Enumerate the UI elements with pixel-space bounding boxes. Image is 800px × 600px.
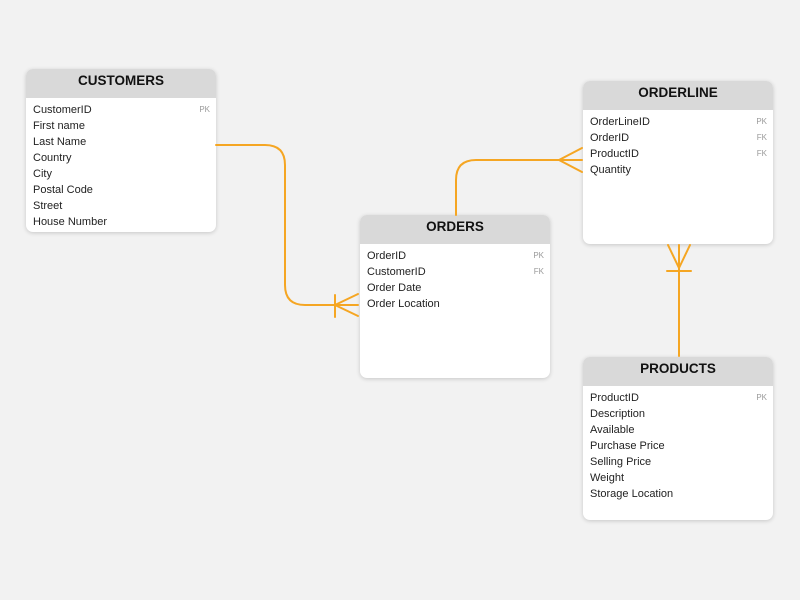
attribute-name: Weight [590, 472, 625, 484]
attribute-row[interactable]: House Number [26, 214, 216, 230]
attribute-list: OrderID PK CustomerID FK Order Date Order … [360, 244, 550, 312]
entity-title: ORDERLINE [583, 81, 773, 110]
attribute-name: Order Location [367, 298, 440, 310]
attribute-row[interactable]: OrderID FK [583, 130, 773, 146]
attribute-name: Purchase Price [590, 440, 665, 452]
entity-products[interactable]: PRODUCTS ProductID PK Description Availab… [583, 357, 773, 520]
attribute-name: OrderLineID [590, 116, 650, 128]
relationship-products-orderline[interactable] [666, 244, 692, 357]
entity-customers[interactable]: CUSTOMERS CustomerID PK First name Last N… [26, 69, 216, 232]
attribute-row[interactable]: OrderLineID PK [583, 114, 773, 130]
attribute-list: ProductID PK Description Available Purcha… [583, 386, 773, 502]
attribute-row[interactable]: Selling Price [583, 454, 773, 470]
attribute-name: Postal Code [33, 184, 93, 196]
attribute-key-badge: PK [756, 393, 767, 402]
attribute-name: ProductID [590, 148, 639, 160]
attribute-key-badge: PK [199, 105, 210, 114]
attribute-row[interactable]: Weight [583, 470, 773, 486]
attribute-name: Description [590, 408, 646, 420]
attribute-key-badge: FK [756, 149, 767, 158]
attribute-row[interactable]: OrderID PK [360, 248, 550, 264]
attribute-name: Country [33, 152, 72, 164]
relationship-customers-orders[interactable] [215, 144, 359, 318]
attribute-name: House Number [33, 216, 107, 228]
attribute-name: Available [590, 424, 635, 436]
attribute-row[interactable]: Country [26, 150, 216, 166]
attribute-list: OrderLineID PK OrderID FK ProductID FK Quan… [583, 110, 773, 178]
attribute-key-badge: FK [533, 267, 544, 276]
attribute-row[interactable]: Street [26, 198, 216, 214]
attribute-name: Quantity [590, 164, 631, 176]
attribute-key-badge: FK [756, 133, 767, 142]
attribute-name: OrderID [367, 250, 407, 262]
attribute-row[interactable]: Description [583, 406, 773, 422]
entity-title: PRODUCTS [583, 357, 773, 386]
attribute-key-badge: PK [756, 117, 767, 126]
attribute-row[interactable]: ProductID FK [583, 146, 773, 162]
attribute-name: CustomerID [367, 266, 426, 278]
attribute-row[interactable]: Quantity [583, 162, 773, 178]
attribute-row[interactable]: City [26, 166, 216, 182]
attribute-row[interactable]: Purchase Price [583, 438, 773, 454]
attribute-name: Order Date [367, 282, 422, 294]
attribute-name: Street [33, 200, 63, 212]
entity-title: CUSTOMERS [26, 69, 216, 98]
entity-orders[interactable]: ORDERS OrderID PK CustomerID FK Order Date… [360, 215, 550, 378]
entity-title: ORDERS [360, 215, 550, 244]
attribute-row[interactable]: Postal Code [26, 182, 216, 198]
attribute-row[interactable]: CustomerID FK [360, 264, 550, 280]
attribute-row[interactable]: Storage Location [583, 486, 773, 502]
attribute-name: OrderID [590, 132, 630, 144]
attribute-name: Selling Price [590, 456, 652, 468]
entity-orderline[interactable]: ORDERLINE OrderLineID PK OrderID FK Produc… [583, 81, 773, 244]
attribute-row[interactable]: Available [583, 422, 773, 438]
attribute-key-badge: PK [533, 251, 544, 260]
attribute-name: City [33, 168, 52, 180]
relationship-orders-orderline[interactable] [455, 147, 583, 216]
attribute-row[interactable]: CustomerID PK [26, 102, 216, 118]
attribute-name: CustomerID [33, 104, 92, 116]
attribute-row[interactable]: Last Name [26, 134, 216, 150]
attribute-name: Storage Location [590, 488, 674, 500]
attribute-row[interactable]: Order Location [360, 296, 550, 312]
attribute-name: ProductID [590, 392, 639, 404]
attribute-row[interactable]: ProductID PK [583, 390, 773, 406]
attribute-name: Last Name [33, 136, 87, 148]
attribute-list: CustomerID PK First name Last Name Countr… [26, 98, 216, 230]
attribute-row[interactable]: First name [26, 118, 216, 134]
attribute-row[interactable]: Order Date [360, 280, 550, 296]
attribute-name: First name [33, 120, 85, 132]
